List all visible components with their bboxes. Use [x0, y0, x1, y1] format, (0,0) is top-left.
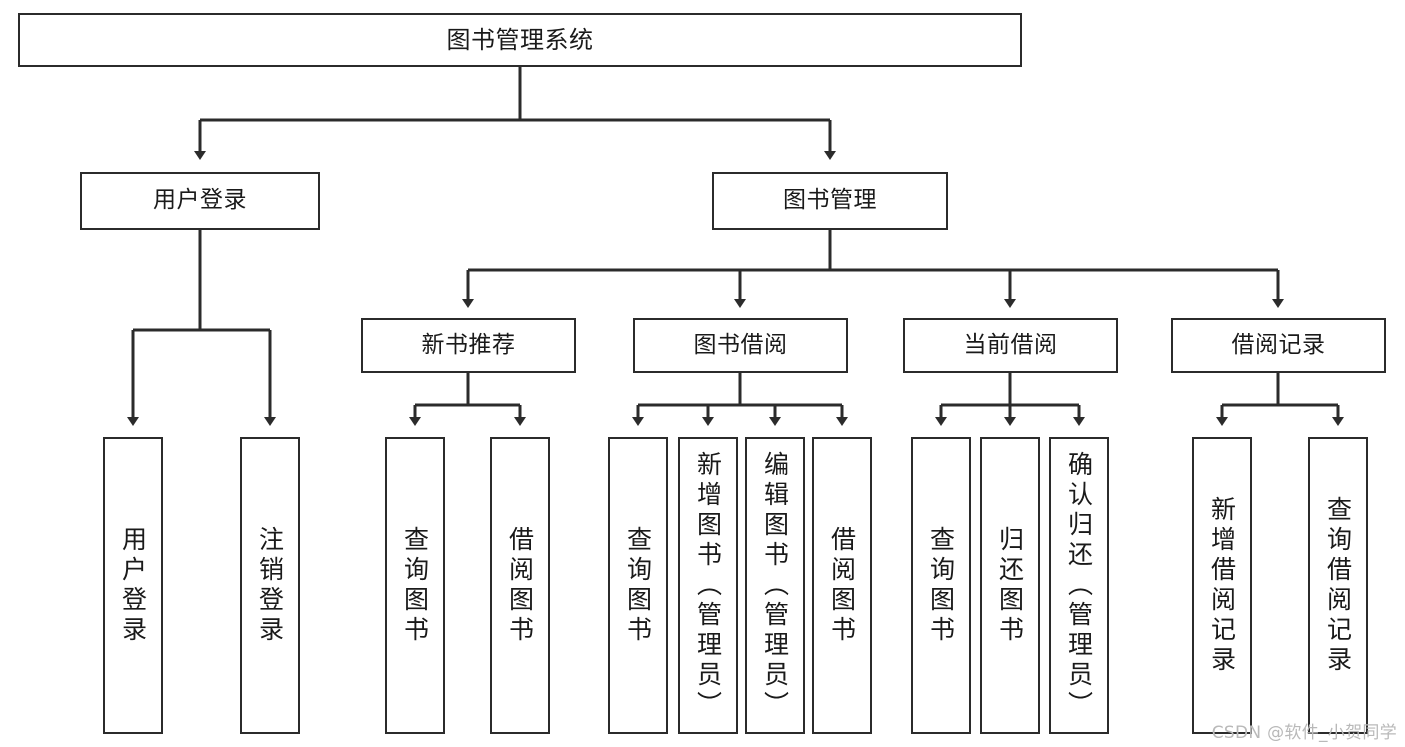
node-label: 归还图书: [995, 525, 1025, 646]
node-label: 查询图书: [623, 525, 653, 646]
node-label: 注销登录: [255, 525, 285, 646]
node-label: 用户登录: [153, 187, 247, 214]
node-root-book-management-system[interactable]: 图书管理系统: [18, 13, 1022, 67]
leaf-current-return-book[interactable]: 归还图书: [980, 437, 1040, 734]
node-label: 借阅图书: [505, 525, 535, 646]
leaf-current-query-book[interactable]: 查询图书: [911, 437, 971, 734]
leaf-user-login-logout[interactable]: 注销登录: [240, 437, 300, 734]
node-label: 借阅图书: [827, 525, 857, 646]
node-label: 借阅记录: [1231, 331, 1326, 358]
watermark-text: CSDN @软件_小贺同学: [1211, 723, 1397, 743]
node-book-management[interactable]: 图书管理: [712, 172, 948, 230]
node-label: 用户登录: [118, 525, 148, 646]
node-book-borrow[interactable]: 图书借阅: [633, 318, 848, 373]
node-label: 图书管理系统: [446, 25, 594, 54]
leaf-borrow-query-book[interactable]: 查询图书: [608, 437, 668, 734]
node-borrow-record[interactable]: 借阅记录: [1171, 318, 1386, 373]
leaf-borrow-add-book[interactable]: 新增图书（管理员）: [678, 437, 738, 734]
node-label: 新书推荐: [421, 331, 516, 358]
node-label: 新增借阅记录: [1207, 495, 1237, 676]
node-label: 查询图书: [400, 525, 430, 646]
node-new-book-recommend[interactable]: 新书推荐: [361, 318, 576, 373]
node-label: 图书借阅: [693, 331, 788, 358]
node-label: 编辑图书（管理员）: [760, 450, 790, 721]
node-label: 查询图书: [926, 525, 956, 646]
leaf-borrow-edit-book[interactable]: 编辑图书（管理员）: [745, 437, 805, 734]
leaf-borrow-borrow-book[interactable]: 借阅图书: [812, 437, 872, 734]
leaf-user-login-login[interactable]: 用户登录: [103, 437, 163, 734]
leaf-record-query[interactable]: 查询借阅记录: [1308, 437, 1368, 734]
leaf-current-confirm-return[interactable]: 确认归还（管理员）: [1049, 437, 1109, 734]
node-label: 查询借阅记录: [1323, 495, 1353, 676]
leaf-new-book-query[interactable]: 查询图书: [385, 437, 445, 734]
leaf-record-add[interactable]: 新增借阅记录: [1192, 437, 1252, 734]
node-label: 图书管理: [783, 187, 877, 214]
node-label: 当前借阅: [963, 331, 1058, 358]
node-user-login[interactable]: 用户登录: [80, 172, 320, 230]
leaf-new-book-borrow[interactable]: 借阅图书: [490, 437, 550, 734]
node-label: 新增图书（管理员）: [693, 450, 723, 721]
node-current-borrow[interactable]: 当前借阅: [903, 318, 1118, 373]
node-label: 确认归还（管理员）: [1064, 450, 1094, 721]
